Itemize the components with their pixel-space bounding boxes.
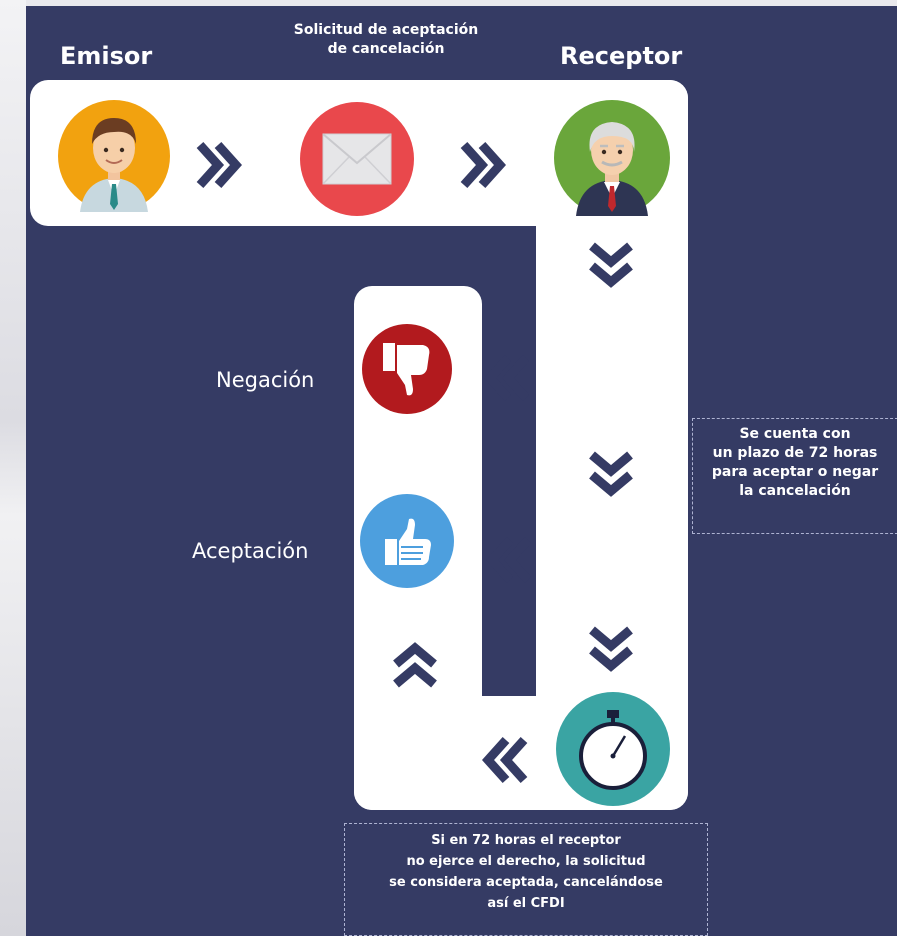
diagram-panel: Emisor Receptor Solicitud de aceptación … <box>26 6 897 936</box>
negacion-circle <box>362 324 452 414</box>
double-chevron-down-icon <box>589 626 633 672</box>
mailbox-label: Buzón tributario <box>344 91 428 101</box>
request-title-line2: de cancelación <box>327 41 445 57</box>
plazo-note-line: Se cuenta con <box>739 426 851 442</box>
bottom-note-line: se considera aceptada, cancelándose <box>389 875 663 890</box>
bottom-note-line: así el CFDI <box>487 896 565 911</box>
bottom-note-line: Si en 72 horas el receptor <box>431 833 621 848</box>
thumbs-up-icon <box>385 518 431 565</box>
request-title-line1: Solicitud de aceptación <box>293 22 479 38</box>
double-chevron-down-icon <box>589 242 633 288</box>
double-chevron-left-icon <box>486 536 532 584</box>
double-chevron-down-icon <box>589 451 633 497</box>
aceptacion-label: Aceptación <box>192 539 309 563</box>
businessman-avatar-icon <box>80 118 148 212</box>
timer-circle <box>556 692 670 806</box>
negacion-label: Negación <box>216 368 315 392</box>
stopwatch-icon <box>579 710 647 790</box>
plazo-note-line: para aceptar o negar <box>711 464 879 480</box>
request-title: Solicitud de aceptación de cancelación <box>256 21 516 59</box>
left-background-strip <box>0 0 26 936</box>
double-chevron-left-icon <box>482 736 528 784</box>
emisor-avatar <box>58 100 170 212</box>
receptor-label: Receptor <box>560 42 683 70</box>
thumbs-down-icon <box>383 343 430 396</box>
double-chevron-up-icon <box>393 642 437 688</box>
lane-divider-2 <box>482 427 536 490</box>
lane-divider-1 <box>482 286 536 346</box>
bottom-note: Si en 72 horas el receptor no ejerce el … <box>344 823 708 936</box>
aceptacion-circle <box>360 494 454 588</box>
double-chevron-left-icon <box>484 354 530 402</box>
plazo-note: Se cuenta con un plazo de 72 horas para … <box>692 418 897 534</box>
plazo-note-line: un plazo de 72 horas <box>712 445 878 461</box>
double-chevron-right-icon <box>196 141 242 189</box>
envelope-icon <box>322 133 392 185</box>
plazo-note-line: la cancelación <box>739 483 851 499</box>
mail-circle <box>300 102 414 216</box>
receptor-avatar <box>554 100 670 216</box>
double-chevron-right-icon <box>460 141 506 189</box>
bottom-note-line: no ejerce el derecho, la solicitud <box>406 854 646 869</box>
emisor-label: Emisor <box>60 42 153 70</box>
lane-divider-3 <box>482 604 536 696</box>
elder-businessman-avatar-icon <box>576 122 648 216</box>
